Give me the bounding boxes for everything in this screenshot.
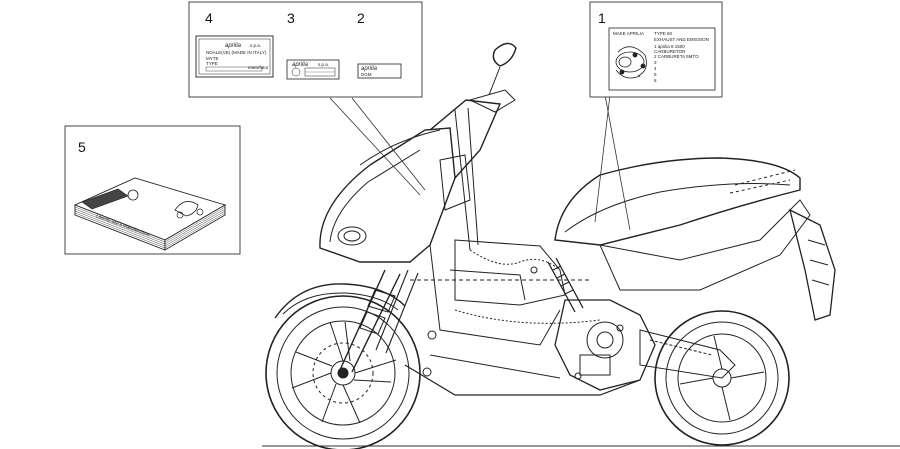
leader-line-3 — [351, 97, 426, 191]
label-1-item3: 2 CARBURETA 5MTO — [654, 54, 699, 59]
label-3-plate: aprilia s.p.a. — [286, 59, 340, 80]
label-3-suffix: s.p.a. — [318, 62, 329, 67]
label-4-suffix: s.p.a. — [250, 43, 261, 48]
leader-line-4 — [329, 97, 421, 196]
label-1-item6: 5 — [654, 72, 657, 77]
label-2-brand: aprilia — [361, 66, 378, 72]
label-4-brand: aprilia — [225, 43, 242, 49]
label-1-item4: 3 — [654, 60, 657, 65]
label-1-item2: CARBURETOR — [654, 49, 686, 54]
leader-line-1a — [594, 94, 611, 223]
label-3-brand: aprilia — [292, 62, 309, 68]
callout-3: 3 — [287, 10, 295, 26]
callout-4: 4 — [205, 10, 213, 26]
callout-1: 1 — [598, 10, 606, 26]
label-1-header-line2: EXHAUST AND EMISSION — [654, 37, 709, 42]
label-4-stamp: motorfotor — [248, 65, 269, 70]
label-1-item1: 1 aprilia 8 1500 — [654, 44, 685, 49]
leader-line-1b — [604, 94, 631, 231]
label-1-item7: 6 — [654, 78, 657, 83]
label-4-line1: NOALE(VE) (MADE IN ITALY) — [206, 50, 267, 55]
leader-lines — [329, 94, 631, 231]
label-4-type: TYPE — [206, 61, 218, 66]
hose-diagram-icon — [615, 46, 647, 79]
label-2-code: DGM — [361, 72, 372, 77]
label-1-header-right: TYPE 60 — [654, 31, 673, 36]
label-4-line2: MYTE — [206, 56, 219, 61]
label-4-plate: aprilia s.p.a. NOALE(VE) (MADE IN ITALY)… — [195, 35, 274, 78]
label-1-item5: 4 — [654, 66, 657, 71]
label-2-plate: aprilia DGM — [357, 63, 402, 79]
label-1-header-left: MAKE APRILIA — [613, 31, 644, 36]
scooter-icon — [262, 42, 900, 449]
label-1-emission-plate: MAKE APRILIA TYPE 60 EXHAUST AND EMISSIO… — [608, 27, 716, 91]
callout-2: 2 — [357, 10, 365, 26]
callout-5: 5 — [78, 139, 86, 155]
